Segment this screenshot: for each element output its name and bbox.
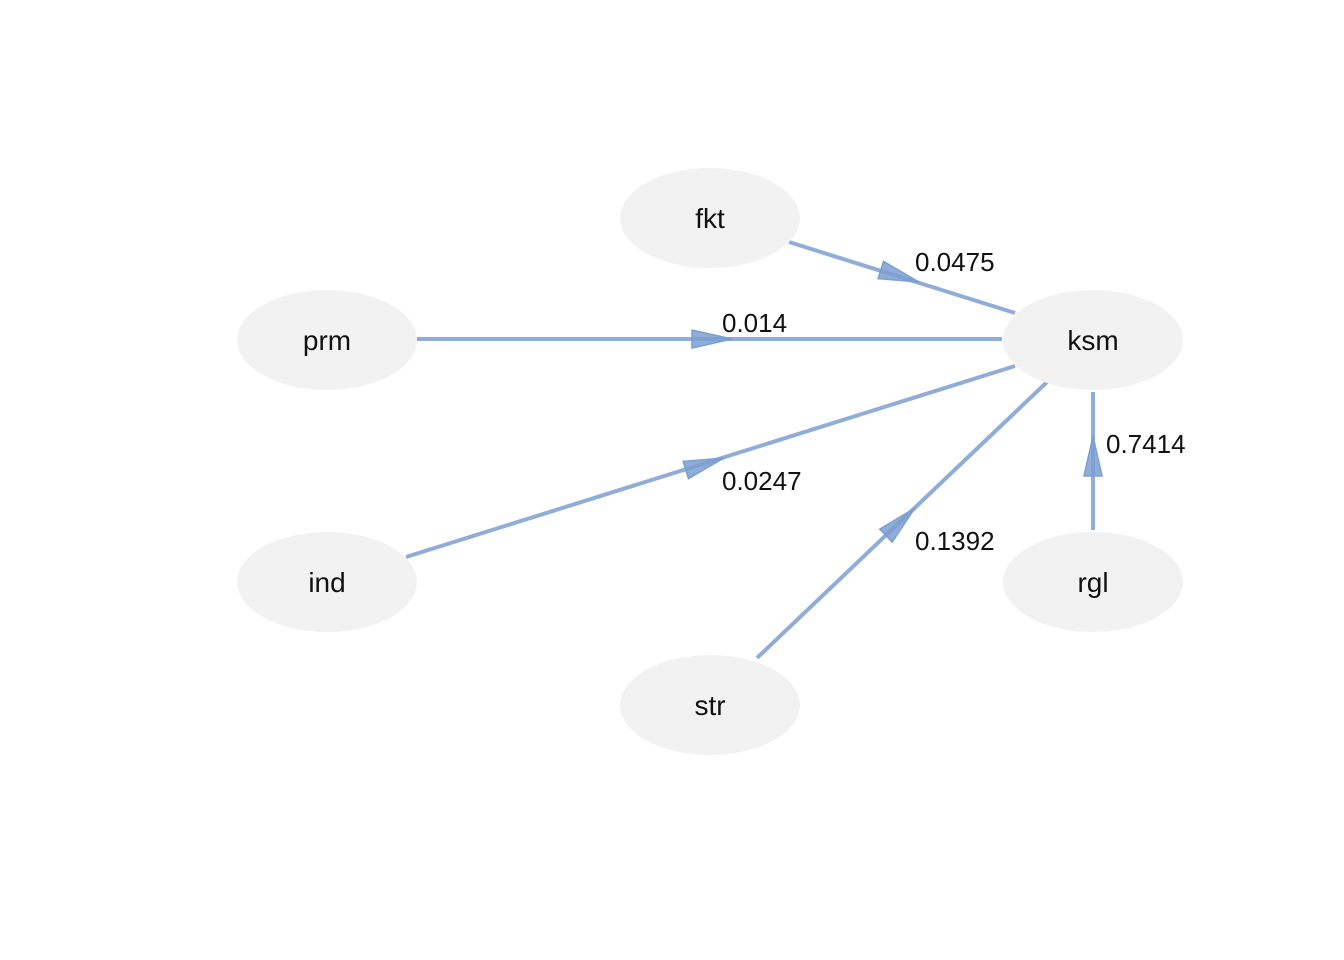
node-ksm: ksm: [1003, 290, 1183, 390]
arrowhead-str-ksm: [878, 507, 916, 544]
edge-label-fkt-ksm: 0.0475: [915, 247, 995, 277]
arrowhead-rgl-ksm: [1083, 435, 1103, 477]
nodes-layer: fkt prm ksm ind rgl str: [237, 168, 1183, 755]
arrowhead-ind-ksm: [682, 457, 725, 480]
node-ellipse-rgl: [1003, 532, 1183, 632]
arrowhead-prm-ksm: [691, 329, 733, 349]
node-ind: ind: [237, 532, 417, 632]
edge-label-rgl-ksm: 0.7414: [1106, 429, 1186, 459]
node-ellipse-ind: [237, 532, 417, 632]
node-ellipse-prm: [237, 290, 417, 390]
node-fkt: fkt: [620, 168, 800, 268]
edge-label-prm-ksm: 0.014: [722, 308, 787, 338]
arrows-layer: [682, 260, 1103, 544]
node-rgl: rgl: [1003, 532, 1183, 632]
node-label-ind: ind: [308, 567, 345, 598]
node-label-str: str: [694, 690, 725, 721]
node-ellipse-fkt: [620, 168, 800, 268]
node-label-prm: prm: [303, 325, 351, 356]
node-label-rgl: rgl: [1077, 567, 1108, 598]
node-label-fkt: fkt: [695, 203, 725, 234]
edges-layer: [405, 240, 1095, 660]
edge-labels-layer: 0.0475 0.014 0.0247 0.1392 0.7414: [722, 247, 1186, 556]
arrowhead-fkt-ksm: [877, 260, 920, 283]
node-str: str: [620, 655, 800, 755]
node-prm: prm: [237, 290, 417, 390]
node-ellipse-ksm: [1003, 290, 1183, 390]
edge-label-ind-ksm: 0.0247: [722, 466, 802, 496]
node-ellipse-str: [620, 655, 800, 755]
edge-label-str-ksm: 0.1392: [915, 526, 995, 556]
node-label-ksm: ksm: [1067, 325, 1118, 356]
